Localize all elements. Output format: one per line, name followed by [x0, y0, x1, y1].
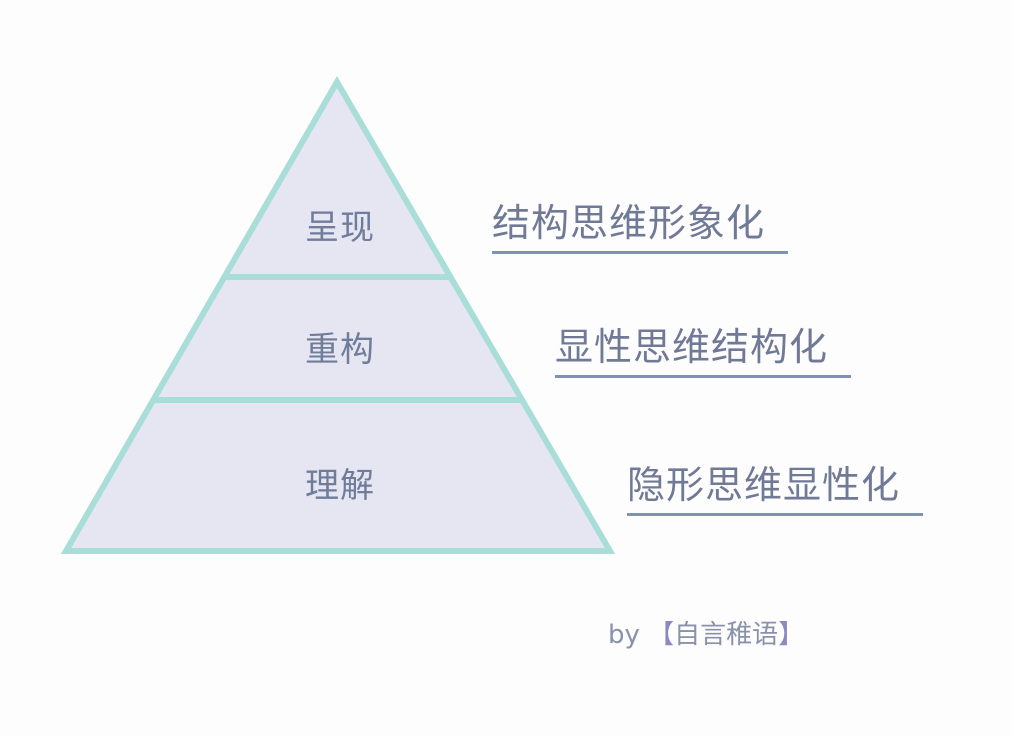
- pyramid-level-middle-label: 重构: [305, 330, 375, 370]
- level-bottom-description: 隐形思维显性化: [627, 454, 923, 516]
- level-middle-description: 显性思维结构化: [555, 316, 851, 378]
- pyramid-level-top-label: 呈现: [305, 208, 375, 248]
- credit-prefix: by: [608, 620, 640, 650]
- pyramid-level-bottom-label: 理解: [305, 466, 375, 506]
- pyramid-shape: [60, 76, 616, 554]
- credit-author: 自言稚语: [674, 620, 779, 650]
- author-credit: by 【自言稚语】: [608, 614, 804, 651]
- level-top-description: 结构思维形象化: [492, 192, 788, 254]
- credit-bracket-open: 【: [648, 620, 675, 650]
- credit-bracket-close: 】: [778, 620, 805, 650]
